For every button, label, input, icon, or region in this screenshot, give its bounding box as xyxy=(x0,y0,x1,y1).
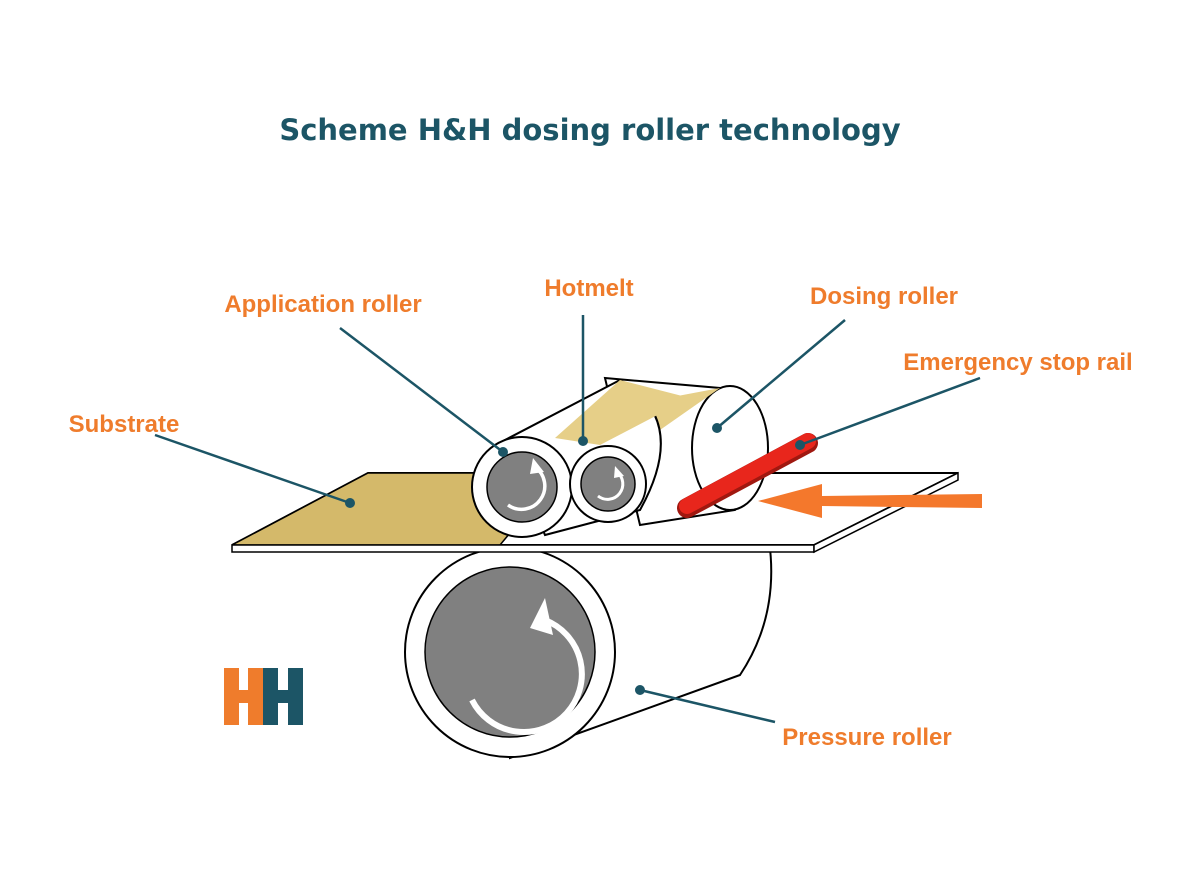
rotation-arrow-icon xyxy=(469,598,585,735)
feed-direction-arrow-icon xyxy=(758,484,982,518)
pressure-roller-core xyxy=(424,566,596,738)
rotation-arrow-icon xyxy=(506,458,547,512)
label-substrate: Substrate xyxy=(69,411,180,438)
leader-emergency-stop-rail xyxy=(795,376,981,450)
leader-dosing-roller xyxy=(712,319,846,433)
label-pressure-roller: Pressure roller xyxy=(782,724,951,751)
hh-logo-icon: HH xyxy=(224,668,303,725)
label-application-roller: Application roller xyxy=(224,291,421,318)
leader-substrate xyxy=(154,433,355,508)
diagram-title: Scheme H&H dosing roller technology xyxy=(279,113,900,147)
leader-application-roller xyxy=(339,327,508,457)
label-emergency-stop-rail: Emergency stop rail xyxy=(903,349,1132,376)
pressure-roller xyxy=(404,498,773,760)
dosing-roller-face xyxy=(569,445,647,523)
application-roller-face xyxy=(471,436,573,538)
label-dosing-roller: Dosing roller xyxy=(810,283,958,310)
rotation-arrow-icon xyxy=(597,466,625,501)
label-hotmelt: Hotmelt xyxy=(544,275,633,302)
leader-pressure-roller xyxy=(635,685,776,724)
leader-lines xyxy=(154,315,981,724)
emergency-stop-rail xyxy=(677,433,818,518)
